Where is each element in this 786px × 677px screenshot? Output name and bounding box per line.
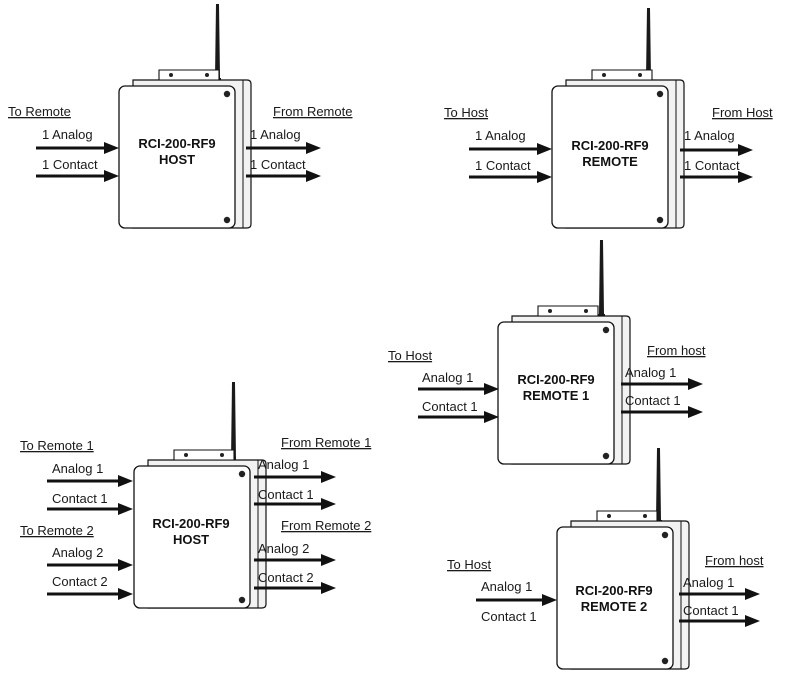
output-label: Analog 1 bbox=[258, 457, 309, 472]
input-arrow bbox=[469, 171, 552, 183]
output-label: Analog 1 bbox=[625, 365, 676, 380]
inputs-header: To Host bbox=[444, 105, 488, 120]
output-label: Contact 1 bbox=[625, 393, 681, 408]
input-arrow bbox=[47, 475, 133, 487]
outputs-header: From Remote bbox=[273, 104, 352, 119]
diagram-host-basic: RCI-200-RF9 HOST To Remote 1 Analog 1 Co… bbox=[8, 4, 352, 229]
device-model-label: RCI-200-RF9 bbox=[517, 372, 594, 387]
diagram-host-dual: RCI-200-RF9 HOST To Remote 1 Analog 1 Co… bbox=[20, 382, 371, 609]
input-label: Contact 1 bbox=[481, 609, 537, 624]
input-label: 1 Analog bbox=[42, 127, 93, 142]
input-arrow bbox=[418, 411, 499, 423]
output-label: 1 Analog bbox=[684, 128, 735, 143]
output-arrow bbox=[680, 144, 753, 156]
input-arrow bbox=[36, 142, 119, 154]
diagram-remote-basic: RCI-200-RF9 REMOTE To Host 1 Analog 1 Co… bbox=[444, 8, 773, 229]
input-arrow bbox=[36, 170, 119, 182]
device-role-label: REMOTE 2 bbox=[581, 599, 647, 614]
output-label: Analog 2 bbox=[258, 541, 309, 556]
input-arrow bbox=[47, 559, 133, 571]
output-arrow bbox=[680, 171, 753, 183]
device-role-label: HOST bbox=[159, 152, 195, 167]
outputs-header: From Remote 1 bbox=[281, 435, 371, 450]
input-label: 1 Contact bbox=[42, 157, 98, 172]
output-label: 1 Analog bbox=[250, 127, 301, 142]
device-role-label: REMOTE bbox=[582, 154, 638, 169]
device-role-label: HOST bbox=[173, 532, 209, 547]
outputs-header: From Remote 2 bbox=[281, 518, 371, 533]
outputs-header: From Host bbox=[712, 105, 773, 120]
device-model-label: RCI-200-RF9 bbox=[571, 138, 648, 153]
input-label: Contact 2 bbox=[52, 574, 108, 589]
diagram-remote-2: RCI-200-RF9 REMOTE 2 To Host Analog 1 Co… bbox=[447, 448, 764, 670]
inputs-header: To Remote bbox=[8, 104, 71, 119]
outputs-header: From host bbox=[705, 553, 764, 568]
output-arrow bbox=[254, 554, 336, 566]
output-label: Contact 2 bbox=[258, 570, 314, 585]
inputs-header: To Host bbox=[447, 557, 491, 572]
input-arrow bbox=[469, 143, 552, 155]
output-label: 1 Contact bbox=[684, 158, 740, 173]
output-arrow bbox=[254, 582, 336, 594]
input-label: Contact 1 bbox=[52, 491, 108, 506]
output-label: Contact 1 bbox=[683, 603, 739, 618]
input-label: Analog 2 bbox=[52, 545, 103, 560]
device-model-label: RCI-200-RF9 bbox=[575, 583, 652, 598]
input-label: 1 Contact bbox=[475, 158, 531, 173]
device-role-label: REMOTE 1 bbox=[523, 388, 589, 403]
output-arrow bbox=[621, 378, 703, 390]
input-arrow bbox=[418, 383, 499, 395]
outputs-header: From host bbox=[647, 343, 706, 358]
inputs-header: To Remote 2 bbox=[20, 523, 94, 538]
input-arrow bbox=[476, 594, 557, 606]
output-label: 1 Contact bbox=[250, 157, 306, 172]
diagram-remote-1: RCI-200-RF9 REMOTE 1 To Host Analog 1 Co… bbox=[388, 240, 706, 465]
output-arrow bbox=[254, 471, 336, 483]
input-label: Analog 1 bbox=[422, 370, 473, 385]
inputs-header: To Host bbox=[388, 348, 432, 363]
input-label: 1 Analog bbox=[475, 128, 526, 143]
input-label: Analog 1 bbox=[481, 579, 532, 594]
input-label: Contact 1 bbox=[422, 399, 478, 414]
output-arrow bbox=[679, 588, 760, 600]
output-arrow bbox=[254, 498, 336, 510]
input-label: Analog 1 bbox=[52, 461, 103, 476]
input-arrow bbox=[47, 503, 133, 515]
inputs-header: To Remote 1 bbox=[20, 438, 94, 453]
output-arrow bbox=[621, 406, 703, 418]
output-arrow bbox=[679, 615, 760, 627]
device-model-label: RCI-200-RF9 bbox=[152, 516, 229, 531]
output-arrow bbox=[246, 142, 321, 154]
output-arrow bbox=[246, 170, 321, 182]
device-model-label: RCI-200-RF9 bbox=[138, 136, 215, 151]
output-label: Contact 1 bbox=[258, 487, 314, 502]
output-label: Analog 1 bbox=[683, 575, 734, 590]
input-arrow bbox=[47, 588, 133, 600]
